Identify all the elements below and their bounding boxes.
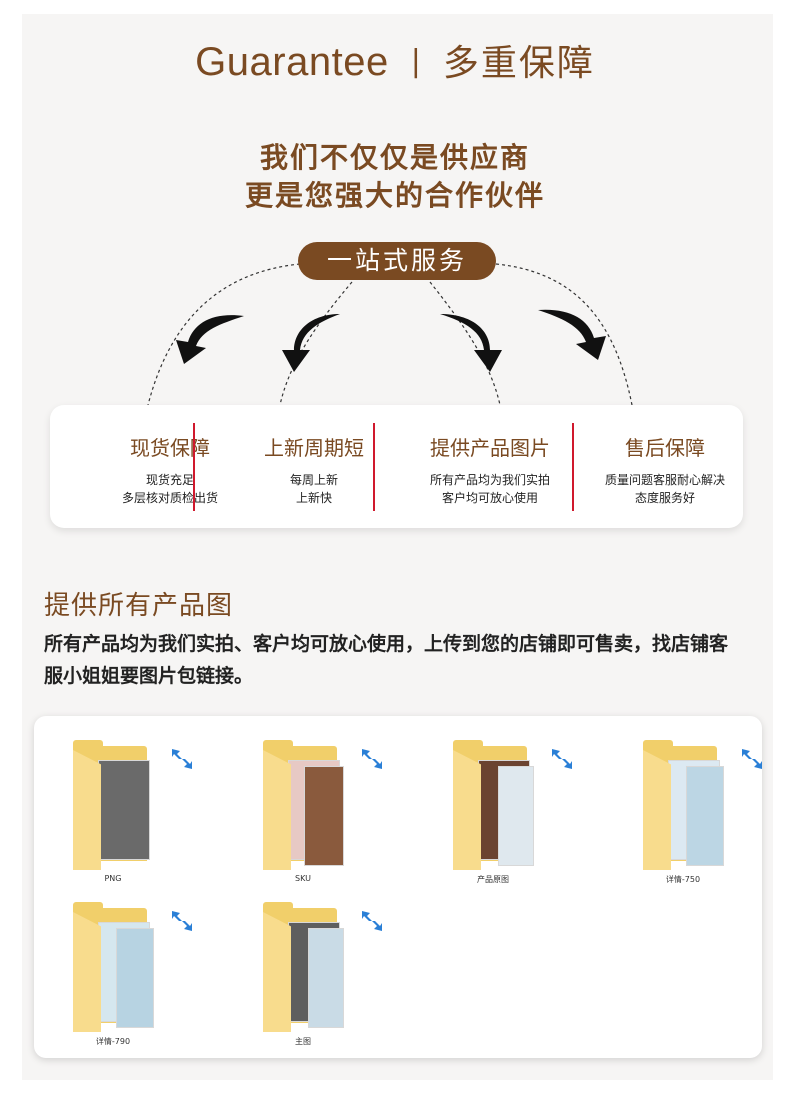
- feature-title: 现货保障: [130, 436, 210, 460]
- dashed-arc-2: [279, 281, 353, 406]
- preview-image: [308, 928, 344, 1028]
- folder-label: SKU: [295, 874, 311, 883]
- title-cn: 多重保障: [442, 43, 595, 84]
- feature-new-cycle: 上新周期短 每周上新 上新快: [234, 405, 394, 507]
- one-stop-service-pill: 一站式服务: [298, 242, 496, 280]
- preview-image: [498, 766, 534, 866]
- feature-desc: 现货充足 多层核对质检出货: [90, 471, 250, 507]
- folder-label: PNG: [104, 874, 122, 883]
- folder-icon: [263, 750, 291, 870]
- folder-tab: [73, 740, 103, 750]
- section-description: 所有产品均为我们实拍、客户均可放心使用，上传到您的店铺即可售卖，找店铺客服小姐姐…: [44, 633, 729, 687]
- preview-image: [116, 928, 154, 1028]
- feature-after-sales: 售后保障 质量问题客服耐心解决 态度服务好: [585, 405, 745, 507]
- shortcut-arrow-icon: [172, 911, 192, 931]
- curved-arrow-icon-3: [440, 314, 502, 372]
- folder-icon: [643, 750, 671, 870]
- feature-desc-line: 所有产品均为我们实拍: [429, 473, 550, 487]
- shortcut-arrow-icon: [362, 749, 382, 769]
- shortcut-arrow-icon: [172, 749, 192, 769]
- tagline-line-1: 我们不仅仅是供应商: [259, 141, 530, 174]
- folder-icon: [73, 750, 101, 870]
- feature-desc-line: 多层核对质检出货: [121, 491, 218, 505]
- folder-detail-790[interactable]: 详情-790: [48, 898, 192, 1058]
- feature-desc: 每周上新 上新快: [234, 471, 394, 507]
- feature-title: 售后保障: [625, 436, 705, 460]
- folder-tab: [263, 902, 293, 912]
- shortcut-arrow-icon: [362, 911, 382, 931]
- title-separator: |: [410, 44, 421, 79]
- divider: [193, 423, 195, 511]
- shortcut-arrow-icon: [742, 749, 762, 769]
- folder-sku[interactable]: SKU: [238, 736, 382, 896]
- feature-desc-line: 现货充足: [145, 473, 194, 487]
- preview-image: [686, 766, 724, 866]
- dashed-arc-1: [147, 263, 301, 406]
- folder-label: 详情-750: [665, 875, 701, 884]
- folder-icon: [263, 912, 291, 1032]
- shortcut-arrow-icon: [552, 749, 572, 769]
- folder-icon: [453, 750, 481, 870]
- feature-desc: 所有产品均为我们实拍 客户均可放心使用: [410, 471, 570, 507]
- folder-window: PNG SKU 产品原图: [34, 716, 762, 1058]
- title-en: Guarantee: [195, 40, 389, 84]
- folder-original-images[interactable]: 产品原图: [428, 736, 572, 896]
- feature-title: 上新周期短: [264, 436, 364, 460]
- feature-product-images: 提供产品图片 所有产品均为我们实拍 客户均可放心使用: [410, 405, 570, 507]
- section-title: 提供所有产品图: [44, 591, 234, 621]
- folder-label: 详情-790: [95, 1037, 131, 1046]
- folder-tab: [73, 902, 103, 912]
- folder-png[interactable]: PNG: [48, 736, 192, 896]
- curved-arrow-icon-2: [282, 314, 340, 372]
- dashed-arc-4: [495, 263, 633, 406]
- folder-tab: [263, 740, 293, 750]
- folder-detail-750[interactable]: 详情-750: [618, 736, 762, 896]
- feature-desc-line: 上新快: [295, 491, 332, 505]
- features-card: 现货保障 现货充足 多层核对质检出货 上新周期短 每周上新 上新快 提供产品图片…: [50, 405, 743, 528]
- folder-label: 产品原图: [477, 875, 509, 884]
- curved-arrow-icon-1: [176, 315, 244, 364]
- connector-arrows: [147, 263, 633, 406]
- feature-desc: 质量问题客服耐心解决 态度服务好: [585, 471, 745, 507]
- preview-image: [98, 760, 150, 860]
- folder-icon: [73, 912, 101, 1032]
- preview-image: [304, 766, 344, 866]
- feature-desc-line: 态度服务好: [634, 491, 695, 505]
- feature-desc-line: 质量问题客服耐心解决: [604, 473, 725, 487]
- feature-title: 提供产品图片: [430, 436, 550, 460]
- feature-desc-line: 客户均可放心使用: [441, 491, 538, 505]
- divider: [572, 423, 574, 511]
- folder-label: 主图: [295, 1037, 311, 1046]
- dashed-arc-3: [429, 281, 501, 406]
- curved-arrow-icon-4: [538, 309, 606, 360]
- tagline-line-2: 更是您强大的合作伙伴: [244, 179, 545, 212]
- folder-main-image[interactable]: 主图: [238, 898, 382, 1058]
- folder-tab: [643, 740, 673, 750]
- feature-desc-line: 每周上新: [289, 473, 338, 487]
- divider: [373, 423, 375, 511]
- folder-tab: [453, 740, 483, 750]
- feature-stock: 现货保障 现货充足 多层核对质检出货: [90, 405, 250, 507]
- page-title: Guarantee | 多重保障: [0, 34, 790, 86]
